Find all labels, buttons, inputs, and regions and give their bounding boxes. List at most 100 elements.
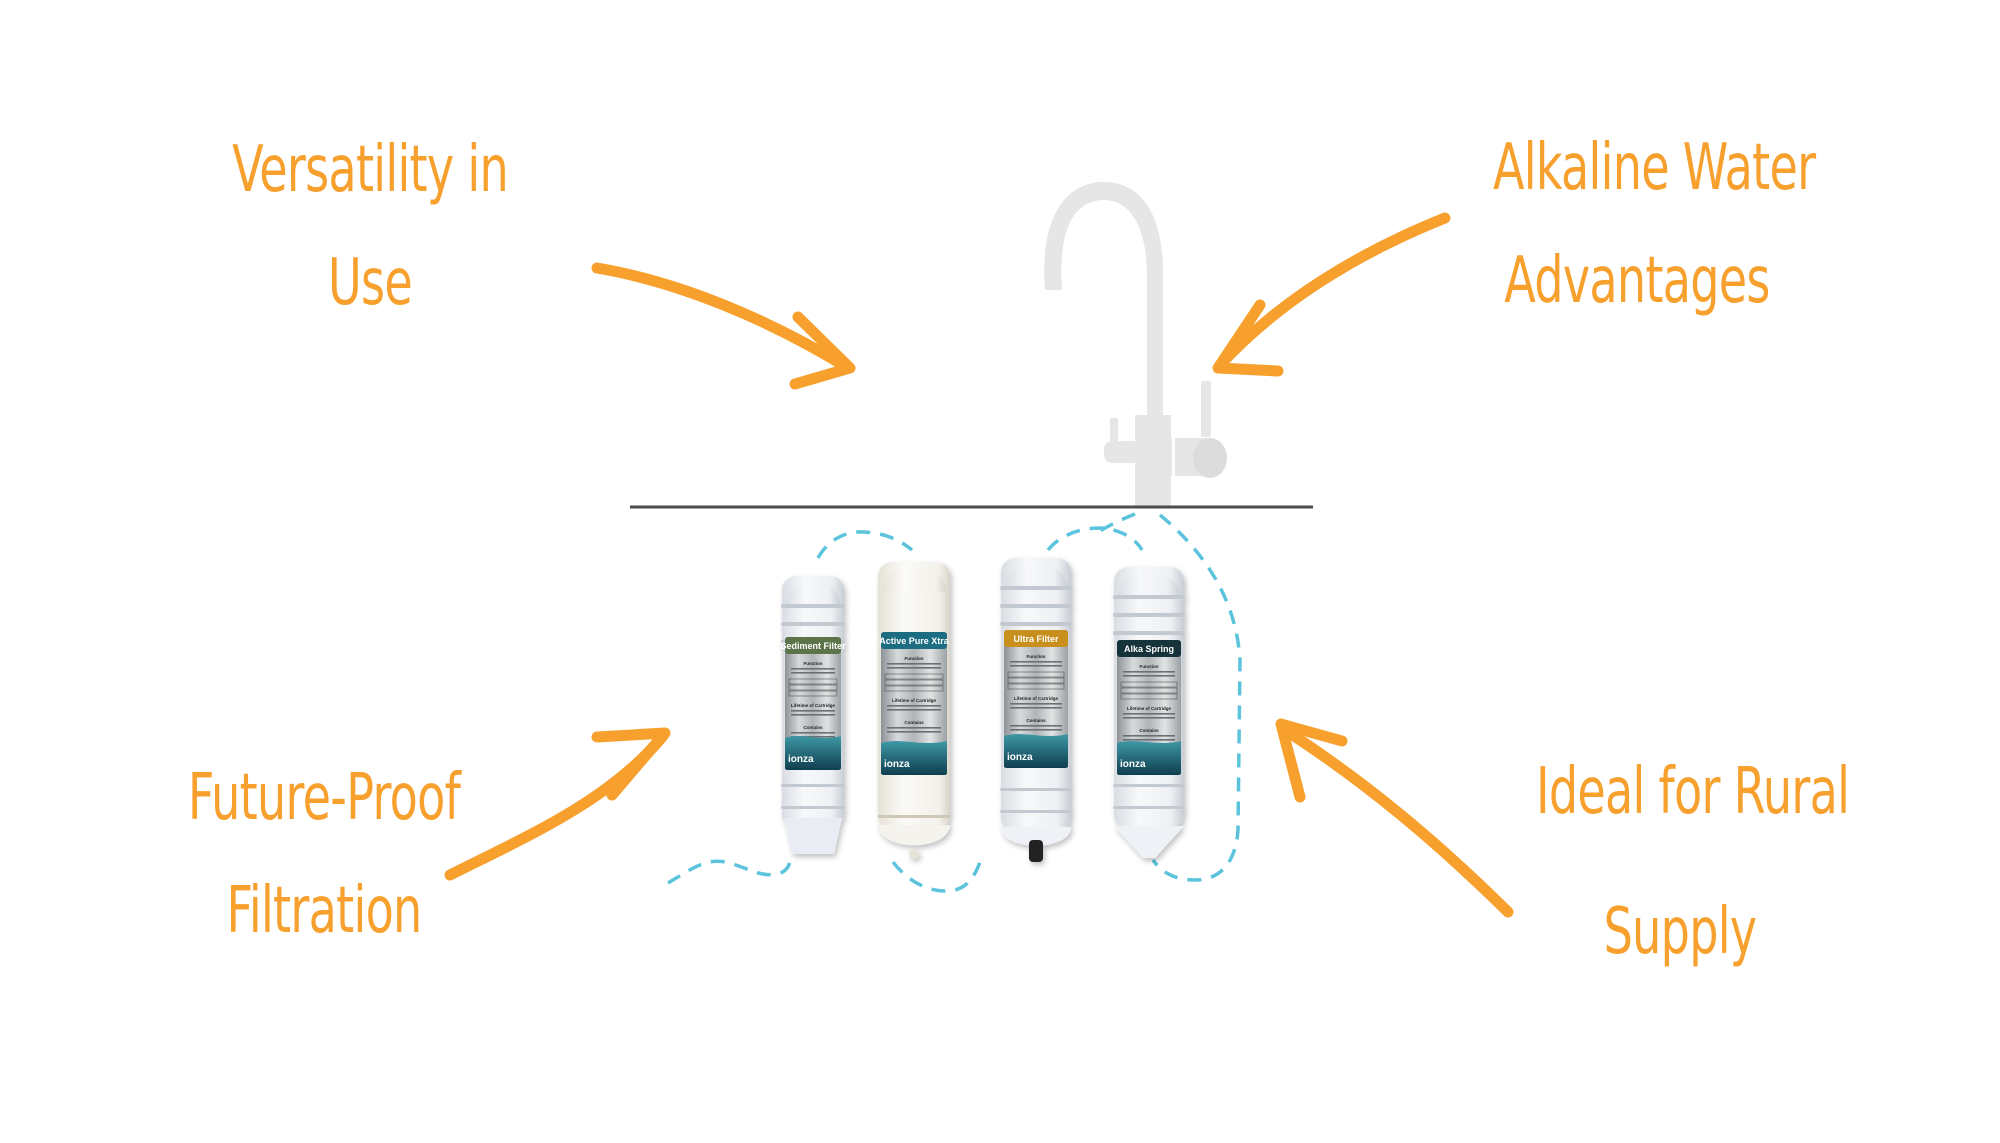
filter-spec-row (884, 679, 944, 686)
filter-spec-row (788, 690, 838, 697)
filter-fine-print (1010, 703, 1062, 705)
filter-section-heading: Contains (904, 720, 924, 725)
filter-fine-print (791, 714, 835, 716)
filter-brand: ionza (884, 759, 910, 770)
filter-section-heading: Function (1027, 654, 1046, 659)
filter-fine-print (1123, 739, 1175, 741)
filter-ridge (1000, 810, 1072, 813)
filter-fine-print (1123, 735, 1175, 737)
filter-ridge (1113, 595, 1185, 599)
callout-versatility-line2: Use (328, 246, 413, 320)
callout-alkaline-line1: Alkaline Water (1493, 131, 1816, 205)
arrow-future-proof-icon (444, 727, 671, 881)
filter-water-graphic (1117, 741, 1181, 775)
cable-f1-f2 (816, 530, 914, 559)
filter-fine-print (887, 667, 941, 669)
filter-ridge (781, 806, 845, 809)
arrow-rural-icon (1275, 718, 1514, 918)
filter-spec-row (1007, 683, 1065, 690)
filter-end (1114, 826, 1184, 858)
filter-fine-print (887, 709, 941, 711)
filter-fine-print (1010, 725, 1062, 727)
filter-end (784, 818, 842, 854)
cable-faucet-branch (1099, 512, 1136, 533)
callout-alkaline-line2: Advantages (1504, 244, 1770, 318)
filter-section-heading: Function (1140, 664, 1159, 669)
filter-spec-row (1120, 687, 1178, 694)
filter-water-graphic (881, 741, 947, 775)
arrows (444, 212, 1514, 918)
filter-fine-print (887, 705, 941, 707)
filter-fine-print (887, 727, 941, 729)
filter-label-header (881, 632, 947, 649)
filter-ridge (1000, 788, 1072, 791)
filter-section-heading: Lifetime of Cartridge (892, 698, 937, 703)
filter-spec-row (884, 673, 944, 680)
filter-name: Sediment Filter (780, 641, 846, 651)
filter-spec-row (1007, 671, 1065, 678)
filter-fine-print (1123, 671, 1175, 673)
filter-fine-print (791, 710, 835, 712)
cable-f3-f4 (1046, 526, 1144, 552)
filter-ridge (1113, 613, 1185, 617)
filter-ridge (781, 604, 845, 608)
filter-fitting (1029, 840, 1043, 862)
filter-cap (786, 580, 840, 606)
filter-label-header (1117, 640, 1181, 657)
filter-end (1001, 827, 1071, 846)
filter-water-graphic (1004, 734, 1068, 768)
filter-name: Active Pure Xtra (879, 636, 950, 646)
callout-future-proof-line1: Future-Proof (187, 761, 461, 835)
filter-section-heading: Contains (1026, 718, 1046, 723)
arrow-versatility-icon (591, 262, 856, 390)
filter-cap (882, 566, 946, 592)
filter-fine-print (791, 732, 835, 734)
filter-ridge (1000, 604, 1072, 608)
filter-water-graphic (785, 736, 841, 770)
filter-fine-print (1123, 717, 1175, 719)
filter-end (878, 825, 950, 846)
filter-spec-row (1120, 693, 1178, 700)
filter-fine-print (791, 672, 835, 674)
filter-ridge (1113, 784, 1185, 787)
filter-section-heading: Function (804, 661, 823, 666)
filter-spec-row (884, 685, 944, 692)
filter-fine-print (887, 731, 941, 733)
filter-ridge (1000, 586, 1072, 590)
filter-brand: ionza (1007, 752, 1033, 763)
filter-fine-print (887, 663, 941, 665)
filter-spec-row (1007, 677, 1065, 684)
cable-inlet (667, 857, 792, 885)
filter-label-header (785, 637, 841, 654)
filter-ridge (878, 815, 950, 818)
faucet-icon (1044, 181, 1227, 507)
callout-alkaline: Alkaline Water Advantages (1493, 131, 1816, 318)
filter-label-header (1004, 630, 1068, 647)
filter-spec-row (788, 678, 838, 685)
filter-name: Ultra Filter (1013, 634, 1059, 644)
cable-outlet (1151, 513, 1242, 882)
filter-cap (1118, 571, 1180, 597)
callout-future-proof-line2: Filtration (226, 874, 422, 948)
filter-ridge (781, 622, 845, 626)
filter-fine-print (1010, 661, 1062, 663)
callout-versatility-line1: Versatility in (232, 133, 509, 207)
filter-nozzle (909, 849, 919, 859)
callout-rural-line1: Ideal for Rural (1536, 755, 1850, 829)
filter-fine-print (791, 736, 835, 738)
filter-fine-print (1010, 729, 1062, 731)
callout-future-proof: Future-Proof Filtration (180, 766, 468, 943)
filter-fine-print (1010, 665, 1062, 667)
filter-fine-print (1123, 675, 1175, 677)
filter-label (1004, 630, 1068, 768)
filter-section-heading: Contains (1139, 728, 1159, 733)
filter-spec-row (1120, 681, 1178, 688)
filter-section-heading: Function (905, 656, 924, 661)
